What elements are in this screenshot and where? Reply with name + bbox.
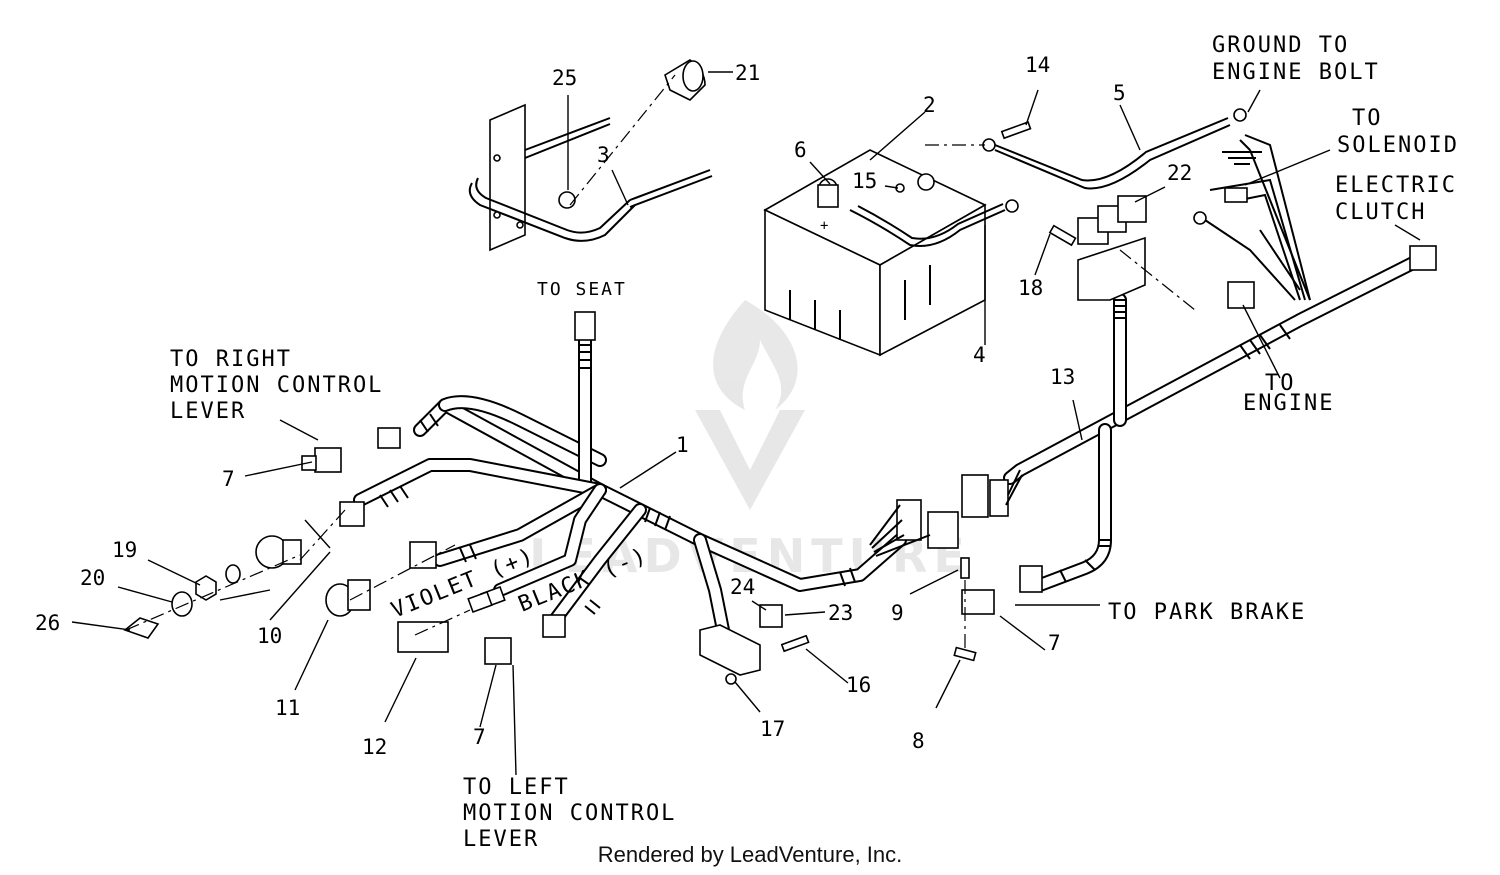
main-harness <box>353 255 1422 647</box>
callout-24: 24 <box>730 575 755 599</box>
callout-4: 4 <box>973 343 986 367</box>
key <box>123 617 160 639</box>
label-engine-1: TO <box>1265 371 1296 396</box>
callout-25: 25 <box>552 66 577 90</box>
callout-1: 1 <box>676 433 689 457</box>
label-clutch-2: CLUTCH <box>1335 200 1426 225</box>
label-ground-1: GROUND TO <box>1212 33 1349 58</box>
callout-7-left: 7 <box>473 725 486 749</box>
callout-13: 13 <box>1050 365 1075 389</box>
hex-nut <box>195 575 217 601</box>
assembly-lines <box>125 74 1196 650</box>
callout-14: 14 <box>1025 53 1050 77</box>
label-left-lever-3: LEVER <box>463 827 539 852</box>
tape-wraps <box>379 299 1291 615</box>
callout-20: 20 <box>80 566 105 590</box>
callout-19: 19 <box>112 538 137 562</box>
label-solenoid-1: TO <box>1352 106 1383 131</box>
park-brake-switch <box>961 589 995 615</box>
footer-credit: Rendered by LeadVenture, Inc. <box>597 842 903 867</box>
callout-18: 18 <box>1018 276 1043 300</box>
label-left-lever-1: TO LEFT <box>463 775 570 800</box>
callout-8: 8 <box>912 729 925 753</box>
connectors <box>339 245 1437 638</box>
battery: + <box>763 149 987 357</box>
leader-lines <box>71 71 1421 776</box>
park-brake-connector <box>1019 565 1043 593</box>
engine-connector <box>1227 281 1255 309</box>
callout-3: 3 <box>597 143 610 167</box>
hourmeter-connector <box>409 541 437 569</box>
bezel <box>171 591 193 617</box>
labels: TO SEAT TO RIGHT MOTION CONTROL LEVER TO… <box>170 33 1459 852</box>
callout-2: 2 <box>923 93 936 117</box>
seat-connector <box>574 311 596 341</box>
ignition-connector <box>339 501 365 527</box>
clutch-connector <box>1409 245 1437 271</box>
callout-23: 23 <box>828 601 853 625</box>
left-lever-switch <box>484 637 512 665</box>
label-right-lever-3: LEVER <box>170 399 246 424</box>
label-right-lever-1: TO RIGHT <box>170 347 292 372</box>
hardware <box>725 183 977 685</box>
callout-16: 16 <box>846 673 871 697</box>
callout-9: 9 <box>891 601 904 625</box>
callout-12: 12 <box>362 735 387 759</box>
callout-11: 11 <box>275 696 300 720</box>
left-lever-connector <box>542 614 566 638</box>
hour-meter <box>397 621 449 653</box>
callout-7-right: 7 <box>222 467 235 491</box>
label-left-lever-2: MOTION CONTROL <box>463 801 676 826</box>
label-right-lever-2: MOTION CONTROL <box>170 373 383 398</box>
callout-5: 5 <box>1113 81 1126 105</box>
plug-a <box>961 474 989 518</box>
callout-22: 22 <box>1167 161 1192 185</box>
callout-6: 6 <box>794 138 807 162</box>
right-lever-switch <box>314 447 342 473</box>
solenoid-bracket <box>1077 236 1146 301</box>
callout-21: 21 <box>735 61 760 85</box>
label-engine-2: ENGINE <box>1243 391 1334 416</box>
o-ring <box>225 564 241 584</box>
callout-numbers: 1 2 3 4 5 6 7 7 7 8 9 10 11 12 13 14 15 … <box>35 53 1192 759</box>
right-lever-connector <box>377 427 401 449</box>
label-to-seat: TO SEAT <box>537 279 627 300</box>
svg-text:+: + <box>820 218 828 234</box>
cables <box>849 108 1311 301</box>
mounting-bracket <box>468 59 713 252</box>
bracket <box>699 624 761 676</box>
label-ground-2: ENGINE BOLT <box>1212 60 1380 85</box>
callout-7-park: 7 <box>1048 631 1061 655</box>
dash-parts <box>123 447 995 676</box>
plug-d <box>927 511 959 549</box>
callout-10: 10 <box>257 624 282 648</box>
callout-26: 26 <box>35 611 60 635</box>
label-park-brake: TO PARK BRAKE <box>1108 600 1306 625</box>
label-clutch-1: ELECTRIC <box>1335 173 1457 198</box>
callout-17: 17 <box>760 717 785 741</box>
black-terminal <box>467 590 493 614</box>
callout-15: 15 <box>852 169 877 193</box>
label-solenoid-2: SOLENOID <box>1337 133 1459 158</box>
plug-b <box>989 479 1009 517</box>
